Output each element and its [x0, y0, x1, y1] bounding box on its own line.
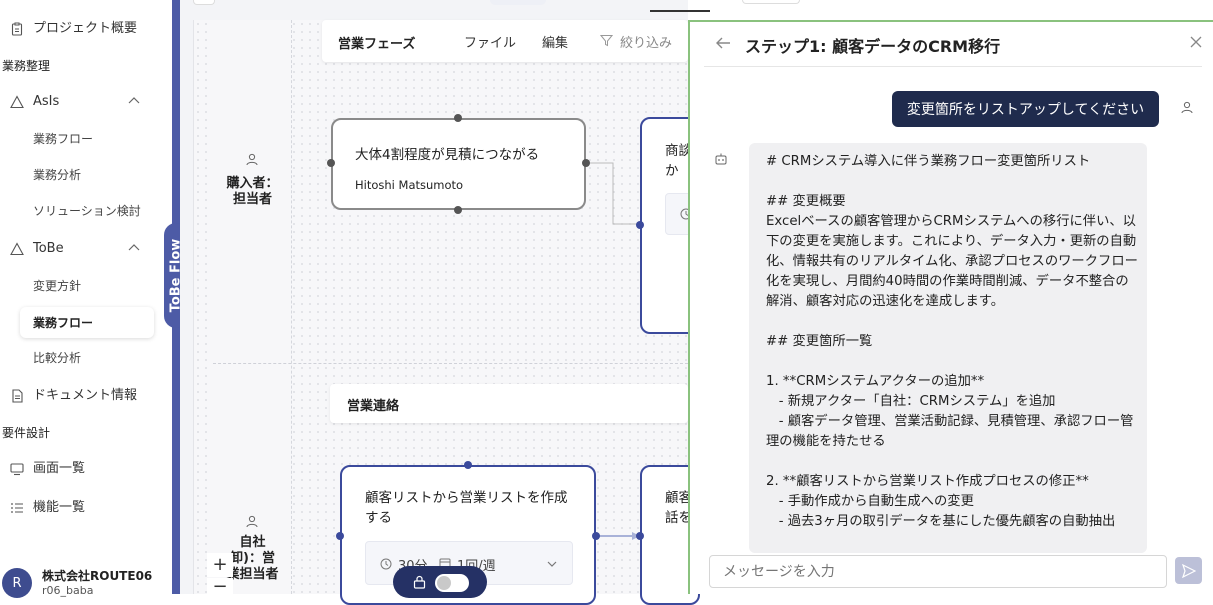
toolbar-button[interactable] — [742, 0, 800, 4]
node-handle[interactable] — [636, 221, 644, 229]
node-title: 顧客 話を — [665, 490, 692, 526]
lane-header-column — [213, 20, 292, 594]
triangle-icon — [10, 95, 24, 109]
menu-file[interactable]: ファイル — [464, 36, 517, 51]
person-icon — [246, 515, 258, 528]
sidebar-item-label: 業務フロー — [33, 132, 94, 146]
arrow-left-icon[interactable] — [714, 35, 732, 51]
toolbar-button[interactable] — [490, 0, 546, 5]
send-icon — [1182, 564, 1196, 578]
phase-title: 営業フェーズ — [338, 37, 416, 52]
close-icon[interactable] — [1188, 34, 1204, 50]
node-actor: Hitoshi Matsumoto — [355, 178, 464, 192]
sidebar-item-label: ソリューション検討 — [33, 204, 141, 218]
node-handle[interactable] — [454, 206, 462, 214]
chevron-down-icon[interactable] — [546, 558, 558, 570]
node-handle[interactable] — [336, 532, 344, 540]
node-handle[interactable] — [327, 159, 335, 167]
sidebar-item-active-bg — [20, 307, 154, 338]
lane-divider — [213, 363, 688, 364]
filter-icon — [600, 35, 613, 47]
clipboard-icon — [11, 22, 23, 36]
node-handle[interactable] — [582, 159, 590, 167]
divider — [704, 66, 1202, 67]
zoom-out-button[interactable]: − — [207, 578, 233, 598]
clock-icon — [380, 558, 392, 570]
section-business: 業務整理 — [2, 59, 51, 73]
sidebar-item-label: プロジェクト概要 — [33, 21, 138, 36]
assistant-message-text: # CRMシステム導入に伴う業務フロー変更箇所リスト ## 変更概要 Excel… — [766, 154, 1138, 529]
chevron-up-icon[interactable] — [126, 93, 142, 109]
lane-label-sales: 自社 卸)：営 業担当者 — [226, 535, 279, 582]
phase-header-contact: 営業連絡 — [330, 384, 688, 423]
zoom-in-button[interactable]: + — [207, 553, 233, 577]
chevron-up-icon[interactable] — [126, 240, 142, 256]
company-name: 株式会社ROUTE06 — [42, 569, 153, 583]
menu-filter[interactable]: 絞り込み — [620, 36, 673, 51]
bot-icon — [715, 153, 727, 165]
node-handle[interactable] — [464, 461, 472, 469]
phase-title: 営業連絡 — [347, 399, 400, 414]
document-icon — [12, 389, 23, 403]
node-handle[interactable] — [592, 532, 600, 540]
lock-icon — [413, 575, 426, 589]
sidebar: プロジェクト概要 業務整理 AsIs 業務フロー 業務分析 ソリューション検討 … — [0, 0, 172, 598]
list-icon — [11, 503, 23, 513]
section-requirements: 要件設計 — [2, 426, 51, 440]
toolbar-button[interactable] — [193, 0, 215, 5]
avatar[interactable]: R — [2, 568, 32, 598]
flow-node[interactable]: 大体4割程度が見積につながる Hitoshi Matsumoto — [331, 118, 586, 210]
edge-connector — [586, 162, 640, 225]
user-message-bubble: 変更箇所をリストアップしてください — [892, 91, 1159, 127]
person-icon — [246, 153, 258, 166]
user-name: r06_baba — [42, 584, 94, 597]
sidebar-item-label: 画面一覧 — [33, 461, 86, 476]
sidebar-group-label: ToBe — [33, 241, 64, 256]
menu-edit[interactable]: 編集 — [542, 36, 569, 51]
node-handle[interactable] — [454, 114, 462, 122]
sidebar-item-label: 変更方針 — [33, 279, 82, 293]
lane-label-buyer: 購入者： 担当者 — [226, 176, 279, 207]
node-title: 顧客リストから営業リストを作成する — [365, 490, 568, 526]
toggle-knob — [437, 576, 451, 590]
assistant-message-bubble: # CRMシステム導入に伴う業務フロー変更箇所リスト ## 変更概要 Excel… — [749, 143, 1147, 553]
sidebar-item-label: ドキュメント情報 — [33, 388, 138, 403]
node-title: 商談 か — [665, 143, 692, 179]
panel-title: ステップ1: 顧客データのCRM移行 — [745, 37, 1001, 56]
sidebar-item-label: 業務分析 — [33, 168, 82, 182]
message-input[interactable] — [709, 555, 1167, 588]
send-button[interactable] — [1175, 557, 1202, 584]
sidebar-item-label: 比較分析 — [33, 351, 82, 365]
triangle-icon — [10, 242, 24, 256]
active-tab-indicator — [650, 10, 710, 12]
sidebar-group-label: AsIs — [33, 94, 60, 109]
monitor-icon — [10, 463, 24, 476]
node-title: 大体4割程度が見積につながる — [355, 147, 540, 163]
node-handle[interactable] — [636, 532, 644, 540]
phase-header-sales: 営業フェーズ ファイル 編集 絞り込み — [322, 20, 688, 62]
sidebar-item-label: 機能一覧 — [33, 500, 86, 515]
user-icon — [1181, 101, 1193, 114]
sidebar-item-label: 業務フロー — [33, 316, 94, 330]
